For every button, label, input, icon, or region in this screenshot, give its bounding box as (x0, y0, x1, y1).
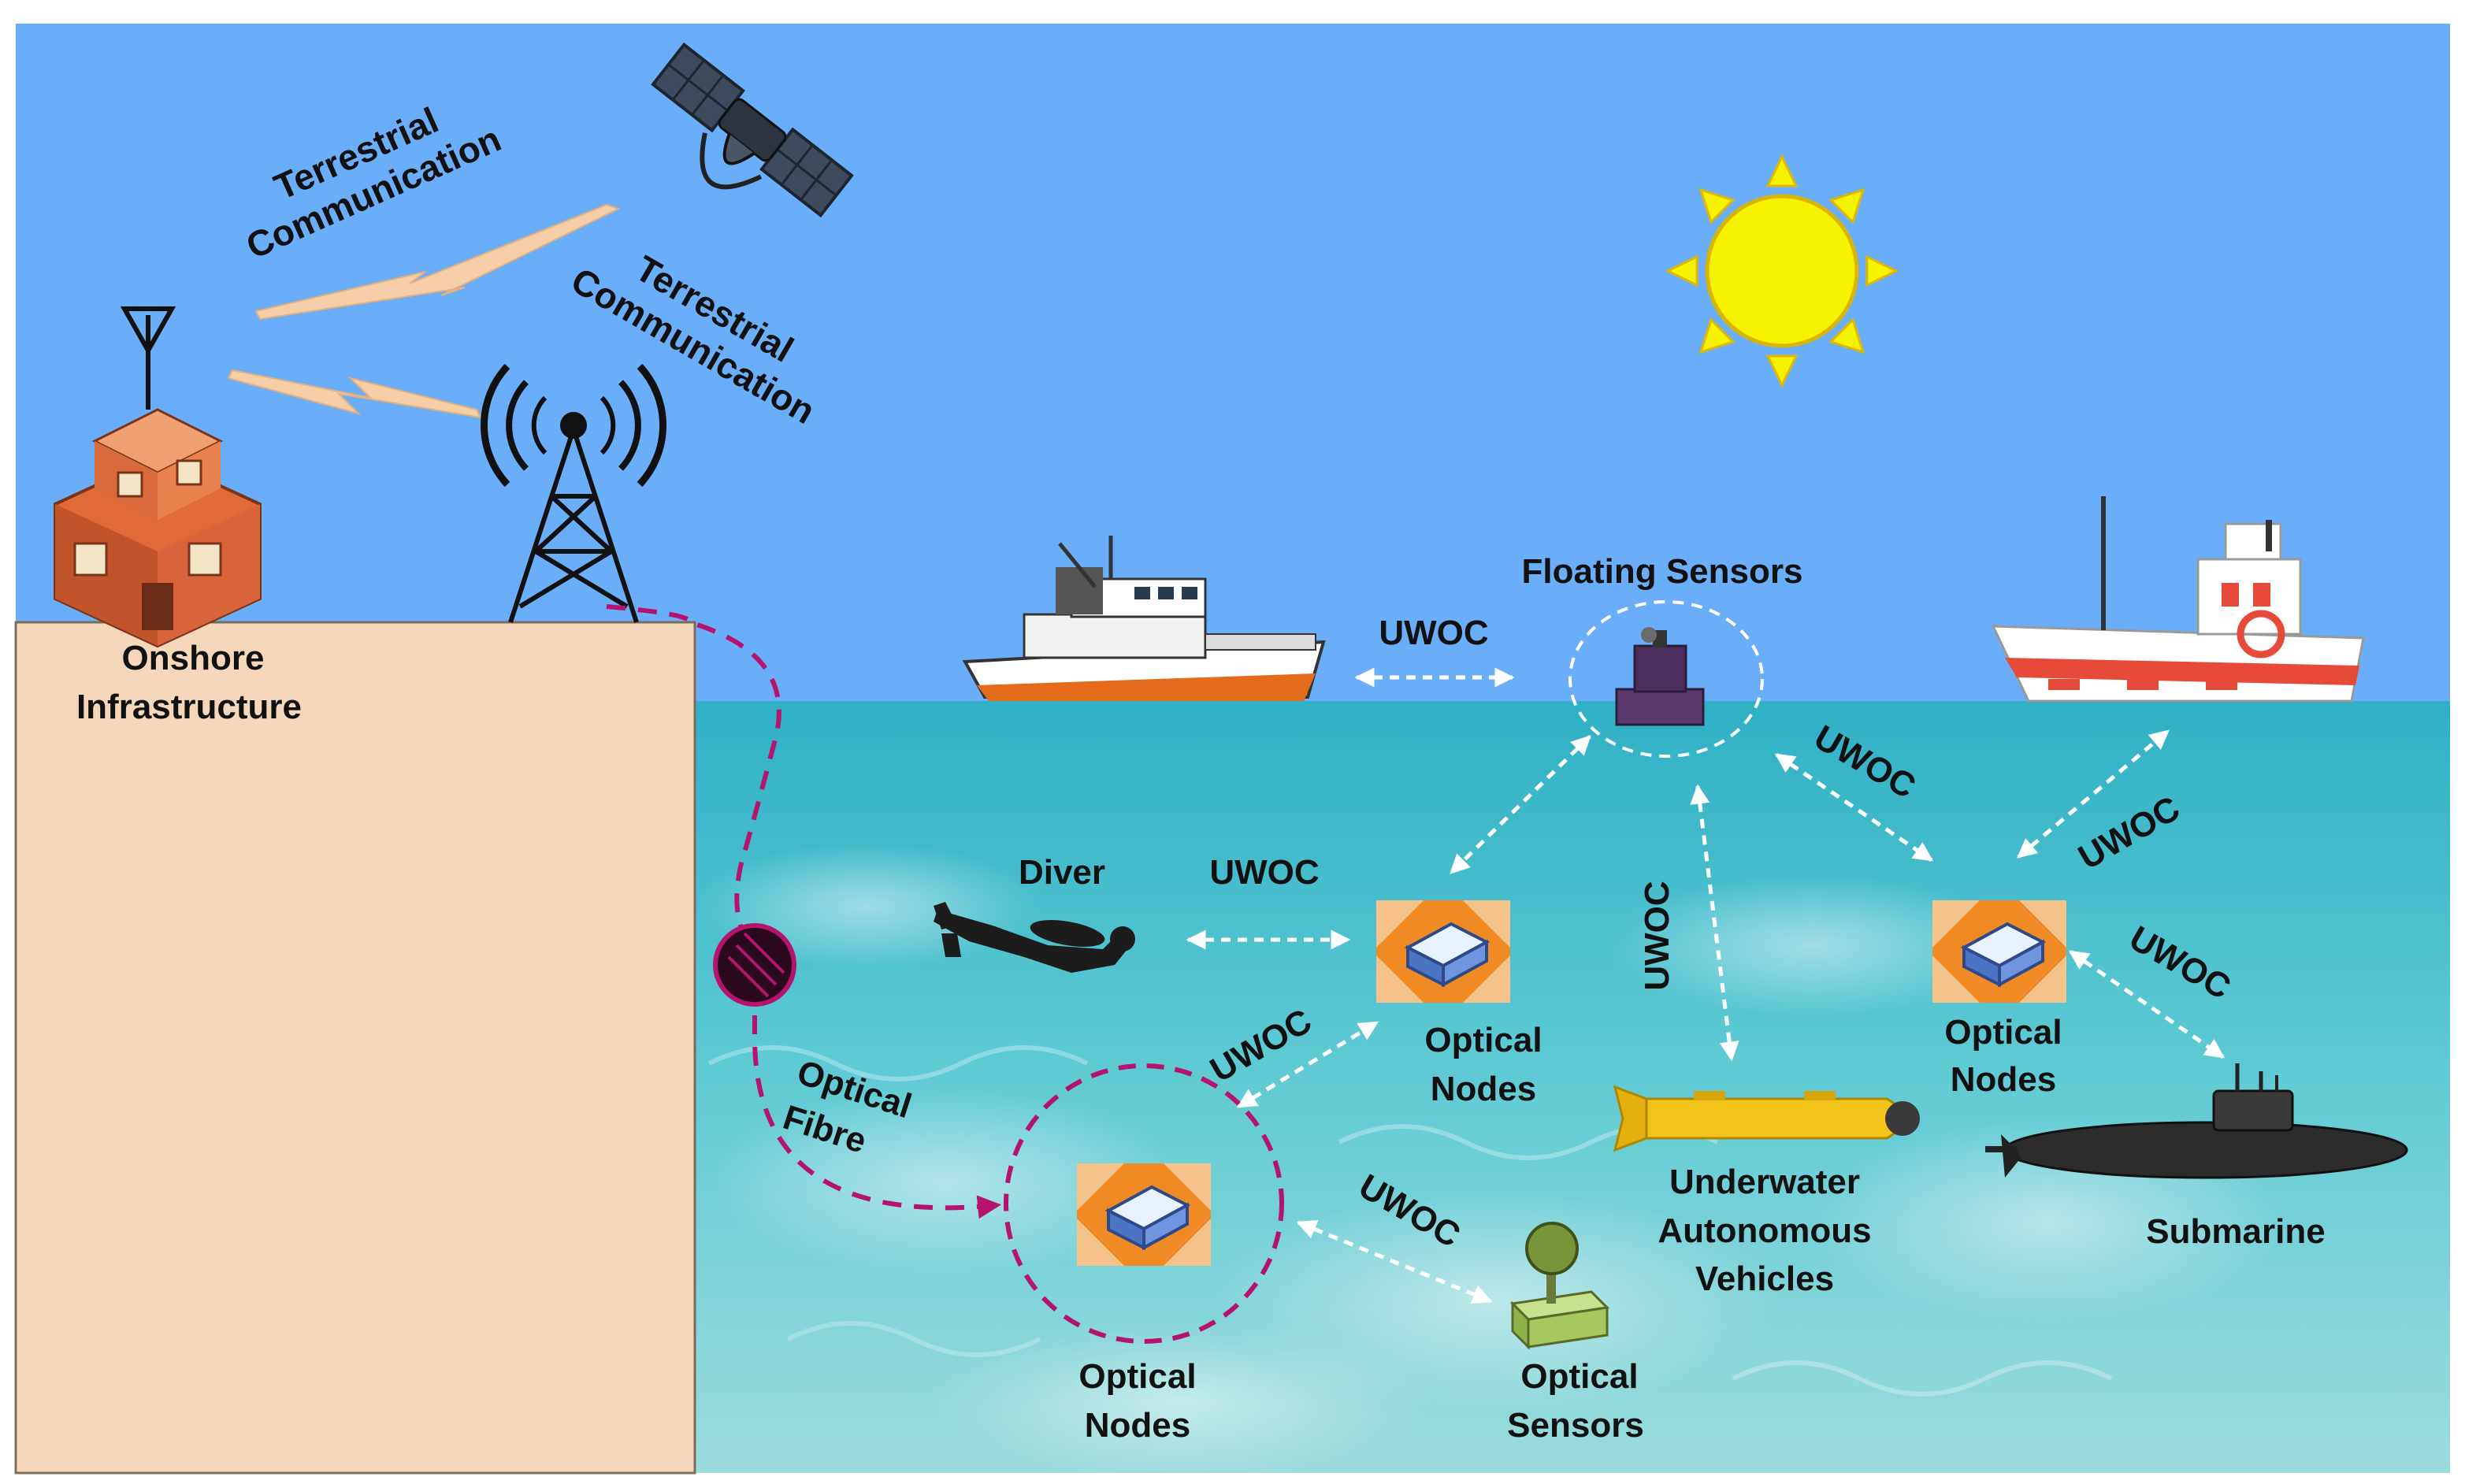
uwoc-link-node3-sensor (1296, 1219, 1493, 1304)
ship-icon-left (962, 536, 1326, 701)
label-diver: Diver (1019, 853, 1105, 892)
building-icon (54, 306, 262, 648)
auv-icon (1613, 1085, 1920, 1152)
antenna-tower-icon (481, 363, 666, 623)
uwoc-link-buoy-auv (1690, 784, 1739, 1062)
uwoc-link-buoy-node2 (1774, 752, 1934, 863)
label-optical-nodes-3-line2: Nodes (1085, 1406, 1190, 1445)
label-uav-line3: Vehicles (1695, 1260, 1834, 1298)
uwoc-links (1186, 667, 2226, 1304)
label-optical-nodes-2-line1: Optical (1944, 1013, 2062, 1052)
label-onshore-line1: Onshore (122, 639, 265, 677)
label-optical-nodes-1-line1: Optical (1424, 1021, 1542, 1059)
onshore-land (14, 621, 696, 1475)
optical-sensor-icon (1509, 1222, 1610, 1350)
optical-node-icon-1 (1376, 900, 1510, 1003)
ship-icon-right (1991, 496, 2365, 703)
submarine-icon (1985, 1063, 2408, 1179)
lightning-bolt-upper (254, 203, 621, 321)
label-uwoc-vertical: UWOC (1638, 881, 1676, 990)
sun-icon (1665, 154, 1899, 388)
label-uav-line1: Underwater (1669, 1163, 1860, 1201)
buoy-icon (1568, 600, 1764, 758)
label-submarine: Submarine (2146, 1212, 2325, 1251)
label-uwoc-ship-buoy: UWOC (1379, 614, 1488, 652)
label-floating-sensors: Floating Sensors (1522, 552, 1803, 591)
optical-fibre-link (606, 604, 1001, 1219)
uwoc-link-node3-node1 (1236, 1020, 1379, 1109)
label-onshore-line2: Infrastructure (76, 688, 302, 726)
gateway-node-ring (1004, 1063, 1284, 1344)
label-optical-sensors-line1: Optical (1520, 1357, 1638, 1396)
optical-node-icon-3 (1077, 1163, 1211, 1266)
optical-node-icon-2 (1932, 900, 2066, 1003)
label-uwoc-diver-node1: UWOC (1209, 853, 1319, 892)
sky-background (16, 24, 2450, 709)
satellite-icon (651, 42, 854, 218)
fibre-splice-icon (713, 923, 796, 1007)
label-optical-nodes-2-line2: Nodes (1951, 1060, 2056, 1099)
label-optical-nodes-3-line1: Optical (1078, 1357, 1196, 1396)
uwoc-link-node2-submarine (2068, 949, 2226, 1059)
label-optical-sensors-line2: Sensors (1507, 1406, 1644, 1445)
label-optical-nodes-1-line2: Nodes (1431, 1070, 1536, 1108)
label-uav-line2: Autonomous (1658, 1211, 1871, 1250)
lightning-bolt-lower (227, 369, 482, 419)
diver-icon (934, 902, 1135, 973)
